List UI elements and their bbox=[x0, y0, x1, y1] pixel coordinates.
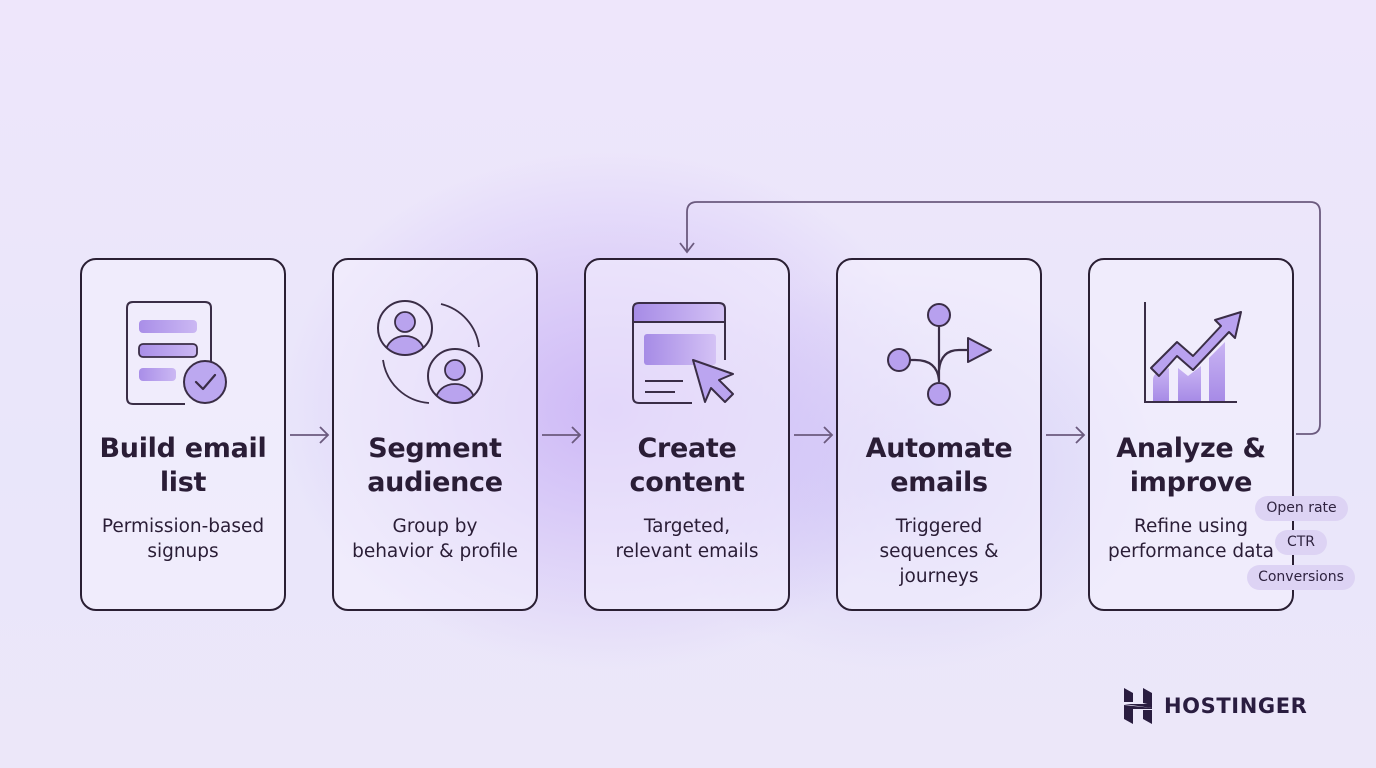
step-card-segment-audience: Segment audience Group by behavior & pro… bbox=[332, 258, 538, 611]
step-description: Permission-based signups bbox=[101, 516, 265, 562]
metric-pill-open-rate: Open rate bbox=[1255, 496, 1348, 521]
step-description: Targeted, relevant emails bbox=[615, 516, 759, 562]
step-title: Analyze & improve bbox=[1116, 433, 1266, 498]
step-description: Refine using performance data bbox=[1107, 516, 1275, 562]
growth-chart-icon bbox=[1144, 302, 1242, 403]
step-card-automate-emails: Automate emails Triggered sequences & jo… bbox=[836, 258, 1042, 611]
brand-name: HOSTINGER bbox=[1164, 694, 1308, 718]
step-title: Automate emails bbox=[865, 433, 1013, 498]
metric-pill-conversions: Conversions bbox=[1247, 565, 1355, 590]
hostinger-logo-icon bbox=[1124, 688, 1152, 724]
browser-cursor-icon bbox=[632, 302, 734, 404]
step-title: Build email list bbox=[99, 433, 267, 498]
arrow-right-icon bbox=[794, 426, 834, 444]
document-checklist-icon bbox=[126, 301, 227, 405]
step-card-create-content: Create content Targeted, relevant emails bbox=[584, 258, 790, 611]
step-card-analyze-improve: Analyze & improve Refine using performan… bbox=[1088, 258, 1294, 611]
user-segments-icon bbox=[377, 300, 483, 404]
step-title: Segment audience bbox=[367, 433, 503, 498]
brand-logo: HOSTINGER bbox=[1122, 688, 1307, 724]
arrow-right-icon bbox=[290, 426, 330, 444]
step-title: Create content bbox=[629, 433, 745, 498]
arrow-right-icon bbox=[1046, 426, 1086, 444]
step-description: Triggered sequences & journeys bbox=[879, 516, 999, 587]
arrow-right-icon bbox=[542, 426, 582, 444]
step-card-build-email-list: Build email list Permission-based signup… bbox=[80, 258, 286, 611]
metric-pill-ctr: CTR bbox=[1275, 530, 1327, 555]
step-description: Group by behavior & profile bbox=[352, 516, 518, 562]
workflow-branch-icon bbox=[887, 303, 992, 406]
